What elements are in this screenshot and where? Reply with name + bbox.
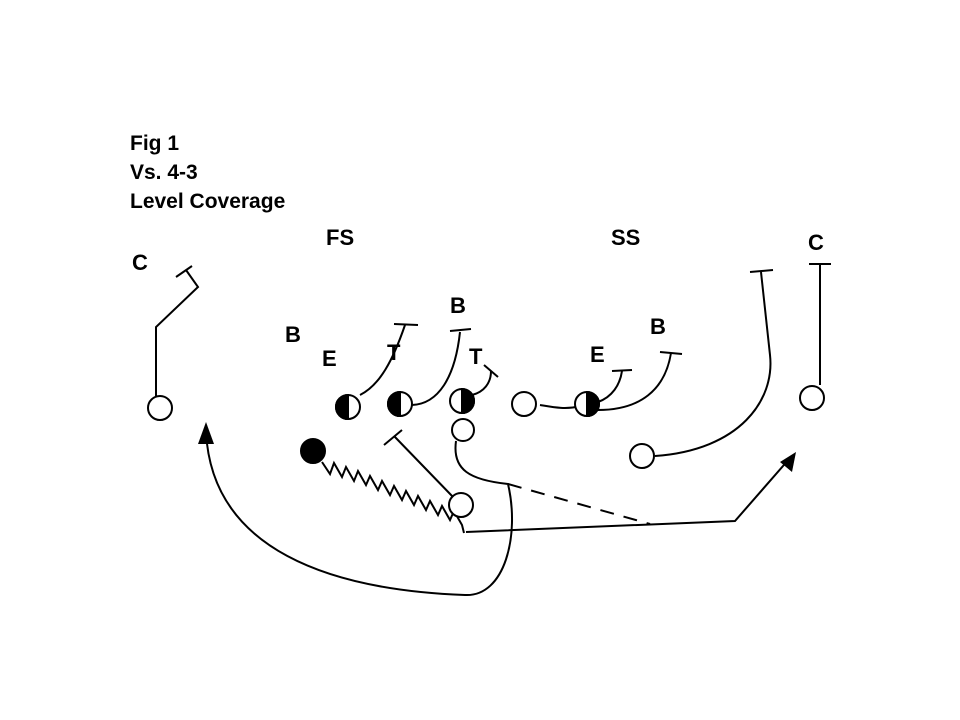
block-tee-center (483, 364, 499, 378)
label-backer-right: B (650, 314, 666, 339)
player-left-end (147, 395, 173, 421)
title-line-3: Level Coverage (130, 190, 285, 213)
block-tee-left-end (175, 265, 193, 278)
block-tee-slot (749, 269, 774, 273)
label-backer-left: B (285, 322, 301, 347)
label-corner-left: C (132, 250, 148, 275)
label-end-right: E (590, 342, 605, 367)
block-tee-tight-end (659, 351, 683, 355)
offense-players (147, 385, 825, 518)
arrowhead-back-loop (198, 422, 214, 444)
route-back-loop (205, 431, 514, 597)
defense-labels: FS SS C C B E T B T E B (132, 225, 824, 371)
figure-title: Fig 1 Vs. 4-3 Level Coverage (130, 132, 285, 213)
arrowhead-quarterback (780, 452, 796, 472)
label-backer-middle: B (450, 293, 466, 318)
label-free-safety: FS (326, 225, 354, 250)
block-center (471, 370, 492, 396)
route-left-end (155, 269, 200, 396)
player-center (449, 387, 475, 415)
player-right-guard (511, 391, 537, 417)
player-slot (629, 443, 655, 469)
player-back-upper (451, 418, 475, 442)
player-right-tackle (574, 390, 600, 418)
routes (155, 263, 831, 597)
label-tackle-right: T (469, 344, 483, 369)
player-back-lower (448, 492, 474, 518)
block-tee-left-guard (449, 328, 472, 332)
title-line-1: Fig 1 (130, 132, 179, 155)
player-left-guard (387, 390, 413, 418)
block-tee-left-tackle (393, 323, 419, 326)
player-motion-filled (300, 438, 326, 464)
route-dashed (507, 483, 651, 525)
block-left-tackle (359, 324, 406, 396)
block-left-guard (411, 331, 461, 406)
route-quarterback (465, 457, 791, 533)
player-right-end (799, 385, 825, 411)
block-back (393, 435, 455, 499)
label-strong-safety: SS (611, 225, 640, 250)
title-line-2: Vs. 4-3 (130, 161, 198, 184)
block-tee-back (383, 429, 403, 446)
motion-zigzag (321, 460, 465, 534)
arrowheads (198, 422, 796, 472)
block-tee-right-tackle (611, 369, 633, 372)
block-right-guard (539, 404, 581, 409)
label-end-left: E (322, 346, 337, 371)
block-right-tackle (597, 370, 623, 403)
route-slot (654, 271, 772, 457)
block-tight-end (597, 352, 672, 411)
player-left-tackle (335, 393, 361, 421)
label-corner-right: C (808, 230, 824, 255)
line-players (335, 387, 600, 421)
